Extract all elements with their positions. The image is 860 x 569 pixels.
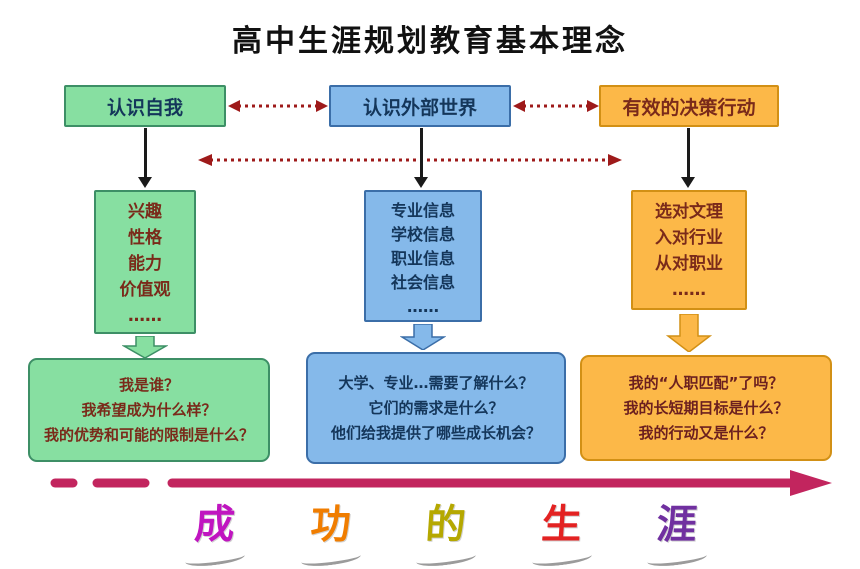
list-item: 选对文理 bbox=[655, 202, 723, 222]
brush-swoosh-icon bbox=[415, 548, 477, 569]
block-arrow-action bbox=[666, 314, 712, 352]
footer-char-glyph: 生 bbox=[539, 502, 583, 548]
list-item: 价值观 bbox=[119, 280, 171, 300]
brush-swoosh-icon bbox=[530, 548, 593, 569]
question-line: 大学、专业…需要了解什么？ bbox=[338, 373, 534, 392]
footer-char-glyph: 涯 bbox=[655, 502, 699, 548]
footer-char-glyph: 功 bbox=[308, 502, 352, 548]
list-box-world: 专业信息 学校信息 职业信息 社会信息 …… bbox=[364, 190, 482, 322]
list-item: 专业信息 bbox=[390, 201, 455, 220]
footer-char-3: 的 bbox=[403, 492, 489, 569]
diagram-title: 高中生涯规划教育基本理念 bbox=[232, 24, 628, 59]
list-item: 兴趣 bbox=[128, 202, 162, 222]
dotted-double-arrow-self-world bbox=[228, 100, 328, 112]
down-arrow-action bbox=[680, 128, 696, 188]
question-line: 我是谁？ bbox=[118, 375, 179, 394]
brush-swoosh-icon bbox=[646, 548, 708, 569]
list-item: 学校信息 bbox=[390, 225, 455, 244]
question-box-world: 大学、专业…需要了解什么？ 它们的需求是什么？ 他们给我提供了哪些成长机会？ bbox=[306, 352, 566, 464]
list-box-action: 选对文理 入对行业 从对职业 …… bbox=[631, 190, 747, 310]
list-item: 性格 bbox=[128, 228, 162, 248]
footer-char-2: 功 bbox=[288, 492, 374, 569]
list-item: 能力 bbox=[128, 254, 162, 274]
list-item: …… bbox=[672, 280, 706, 300]
dotted-double-arrow-world-action bbox=[513, 100, 599, 112]
down-arrow-world bbox=[413, 128, 429, 188]
footer-char-1: 成 bbox=[172, 492, 258, 569]
brush-swoosh-icon bbox=[299, 548, 362, 569]
header-box-world: 认识外部世界 bbox=[329, 85, 511, 127]
footer-char-4: 生 bbox=[519, 492, 605, 569]
list-item: 从对职业 bbox=[655, 254, 723, 274]
question-line: 我的行动又是什么？ bbox=[638, 423, 774, 442]
question-box-action: 我的“人职匹配”了吗？ 我的长短期目标是什么？ 我的行动又是什么？ bbox=[580, 355, 832, 461]
question-line: 我的优势和可能的限制是什么？ bbox=[43, 425, 254, 444]
question-line: 我的长短期目标是什么？ bbox=[623, 398, 789, 417]
block-arrow-world bbox=[400, 324, 446, 350]
question-line: 他们给我提供了哪些成长机会？ bbox=[330, 423, 541, 442]
question-line: 它们的需求是什么？ bbox=[368, 398, 504, 417]
list-box-self: 兴趣 性格 能力 价值观 …… bbox=[94, 190, 196, 334]
down-arrow-self bbox=[137, 128, 153, 188]
footer-char-glyph: 的 bbox=[424, 502, 468, 548]
list-item: 社会信息 bbox=[390, 273, 455, 292]
footer-caption: 成 功 的 生 涯 bbox=[172, 492, 720, 569]
question-box-self: 我是谁？ 我希望成为什么样？ 我的优势和可能的限制是什么？ bbox=[28, 358, 270, 462]
footer-char-glyph: 成 bbox=[193, 502, 237, 548]
block-arrow-self bbox=[122, 336, 168, 358]
list-item: …… bbox=[407, 297, 439, 316]
list-item: 入对行业 bbox=[655, 228, 723, 248]
question-line: 我的“人职匹配”了吗？ bbox=[628, 373, 784, 392]
header-box-self: 认识自我 bbox=[64, 85, 226, 127]
list-item: …… bbox=[128, 306, 162, 326]
dotted-double-arrow-long bbox=[198, 154, 622, 166]
timeline-arrow bbox=[50, 470, 832, 496]
question-line: 我希望成为什么样？ bbox=[81, 400, 217, 419]
list-item: 职业信息 bbox=[390, 249, 455, 268]
brush-swoosh-icon bbox=[184, 548, 246, 569]
footer-char-5: 涯 bbox=[634, 492, 720, 569]
header-box-action: 有效的决策行动 bbox=[599, 85, 779, 127]
